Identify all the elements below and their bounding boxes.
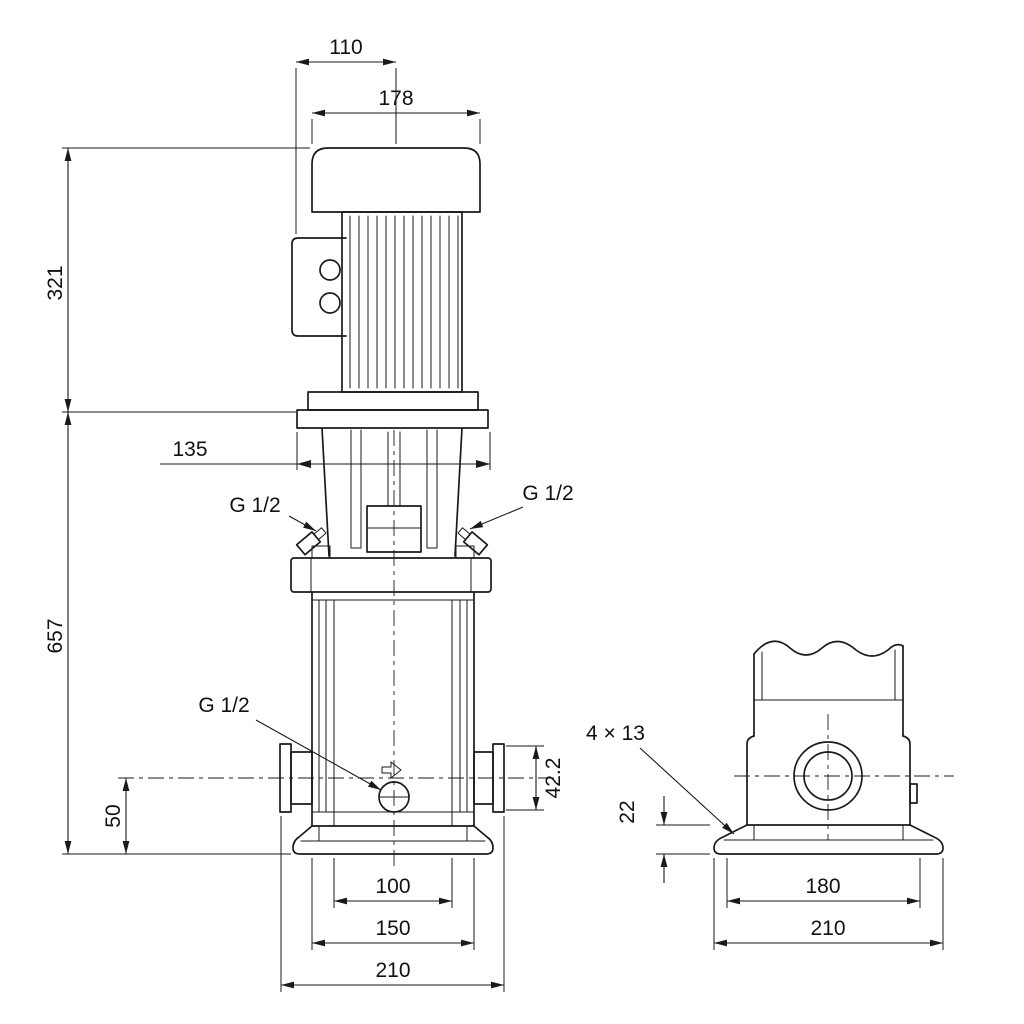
pump-head-flange: [290, 557, 492, 593]
dim-135-label: 135: [172, 438, 207, 461]
dim-321-label: 321: [44, 265, 67, 300]
cable-entry-bottom: [319, 292, 341, 314]
discharge-port-right: [473, 743, 505, 813]
suction-port-left: [279, 743, 313, 813]
dim-150-label: 150: [375, 917, 410, 940]
drain-plug: [378, 761, 410, 813]
dim-port-height: 50: [102, 778, 130, 854]
dim-port-size: 42.2: [506, 745, 565, 811]
dim-motor-face-to-center: 110: [295, 36, 397, 234]
dim-motor-height: 321: [44, 147, 310, 413]
terminal-box: [291, 237, 347, 337]
g-half-right-label: G 1/2: [522, 482, 573, 505]
cable-entry-top: [319, 259, 341, 281]
dim-base-depth: 210: [713, 858, 944, 950]
dim-210-front-label: 210: [375, 959, 410, 982]
dim-port-span: 150: [311, 858, 475, 950]
dim-chamber-width: 100: [333, 858, 453, 908]
shaft: [387, 431, 401, 507]
gauge-plug-right: [457, 527, 489, 556]
slot-callout: 4 × 13: [586, 722, 735, 835]
dim-100-label: 100: [375, 875, 410, 898]
head-right-profile: [454, 427, 463, 557]
side-tab: [909, 783, 918, 804]
motor-foot: [307, 391, 479, 411]
dim-pump-height: 657: [44, 412, 291, 855]
dim-flange-width: 135: [160, 432, 491, 470]
gauge-port-callouts: G 1/2 G 1/2: [229, 482, 574, 532]
side-port-flange: [793, 741, 918, 811]
drain-callout: G 1/2: [198, 694, 382, 791]
dim-bolt-span: 180: [726, 858, 921, 908]
pump-base: [292, 825, 494, 855]
motor-cap: [311, 147, 481, 213]
motor-fins: [349, 215, 459, 389]
motor: [291, 147, 489, 429]
side-base: [713, 824, 944, 855]
dim-210-side-label: 210: [810, 917, 845, 940]
dim-110-label: 110: [329, 36, 362, 59]
front-view: 110 178 321 657 135: [44, 36, 574, 992]
dim-178-label: 178: [378, 87, 413, 110]
flow-direction-arrow: [381, 761, 402, 779]
break-line: [753, 640, 904, 657]
plug-boss-left: [311, 545, 331, 559]
dim-22-label: 22: [616, 800, 639, 823]
dim-42-2-label: 42.2: [542, 758, 565, 799]
g-half-left-label: G 1/2: [229, 494, 280, 517]
dim-657-label: 657: [44, 618, 67, 653]
pump-head: [290, 427, 492, 593]
pump-sleeve: [311, 591, 475, 827]
coupling-guards: [350, 429, 438, 549]
g-half-drain-label: G 1/2: [198, 694, 249, 717]
motor-body: [341, 211, 463, 393]
dim-50-label: 50: [102, 804, 125, 827]
dim-base-width-front: 210: [280, 816, 505, 992]
dim-motor-width: 178: [311, 87, 481, 144]
dim-4x13-label: 4 × 13: [586, 722, 645, 745]
coupling: [366, 505, 422, 553]
gauge-plug-left: [295, 527, 327, 556]
dim-base-plate-height: 22: [616, 796, 710, 883]
side-view: 4 × 13 22 180 210: [586, 640, 954, 950]
side-sleeve: [746, 640, 911, 826]
motor-stool-flange: [296, 409, 489, 429]
head-left-profile: [321, 427, 330, 557]
dim-180-label: 180: [805, 875, 840, 898]
